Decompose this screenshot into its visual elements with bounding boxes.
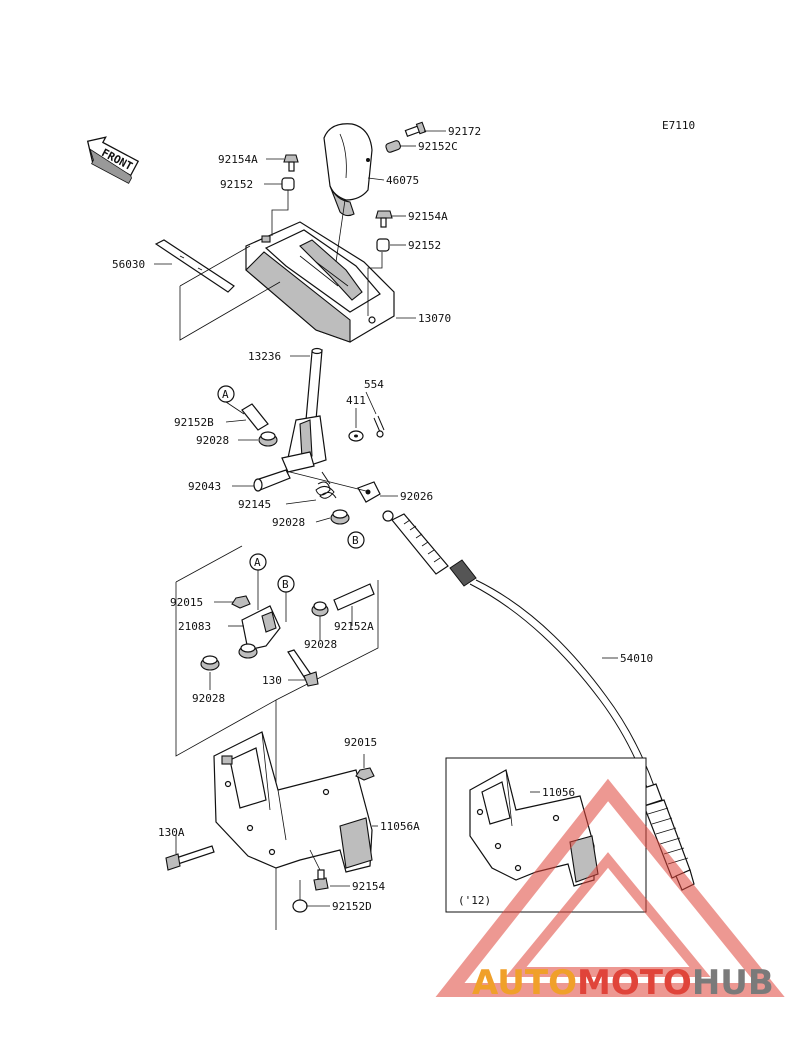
- collar-92152-top: [281, 177, 295, 191]
- console-cover: [245, 221, 395, 343]
- label-92152C: 92152C: [418, 140, 458, 153]
- bushing-lower: [238, 643, 258, 659]
- shift-lever: [281, 347, 327, 473]
- watermark-auto: AUTO: [472, 963, 577, 1003]
- label-13070: 13070: [418, 312, 451, 325]
- label-92152D: 92152D: [332, 900, 372, 913]
- shift-knob: [323, 123, 373, 217]
- collar-92152-right: [376, 238, 390, 252]
- label-130: 130: [262, 674, 282, 687]
- bushing-92028-c: [311, 601, 329, 617]
- label-92043: 92043: [188, 480, 221, 493]
- label-92172: 92172: [448, 125, 481, 138]
- bolt-92154: [313, 869, 329, 891]
- washer-411: [348, 430, 364, 442]
- inset-note: ('12): [458, 894, 491, 907]
- svg-text:A: A: [222, 388, 229, 401]
- label-554: 554: [364, 378, 384, 391]
- label-92154: 92154: [352, 880, 385, 893]
- collar-92152C: [385, 140, 401, 153]
- watermark-logo: AUTOMOTOHUB: [435, 778, 785, 1003]
- label-92026: 92026: [400, 490, 433, 503]
- collar-92152D: [292, 899, 308, 913]
- collar-92152A: [333, 583, 375, 611]
- label-92152-top: 92152: [220, 178, 253, 191]
- label-92152A: 92152A: [334, 620, 374, 633]
- bolt-92154A-right: [375, 210, 393, 228]
- bracket-21083: [241, 605, 281, 651]
- strip-56030: [154, 239, 235, 293]
- watermark-text: AUTOMOTOHUB: [472, 963, 774, 1003]
- label-92154A-top: 92154A: [218, 153, 258, 166]
- callout-a-top: A: [217, 385, 235, 403]
- label-411: 411: [346, 394, 366, 407]
- label-46075: 46075: [386, 174, 419, 187]
- label-11056A: 11056A: [380, 820, 420, 833]
- label-92154A-right: 92154A: [408, 210, 448, 223]
- label-92145: 92145: [238, 498, 271, 511]
- label-92028-c: 92028: [304, 638, 337, 651]
- label-92028-b: 92028: [272, 516, 305, 529]
- nut-92015-b: [355, 767, 375, 781]
- inset-2012: ('12): [445, 757, 647, 913]
- shift-cable: [382, 510, 695, 891]
- warning-triangle-icon: [435, 778, 785, 997]
- bolt-130A: [165, 845, 215, 871]
- bushing-92028-a: [258, 431, 278, 447]
- label-92028-a: 92028: [196, 434, 229, 447]
- svg-text:B: B: [282, 578, 289, 591]
- pin-92043: [253, 469, 291, 492]
- callout-b-bottom: B: [347, 531, 365, 549]
- bolt-92154A-top: [283, 154, 299, 172]
- label-13236: 13236: [248, 350, 281, 363]
- diagram-code: E7110: [662, 119, 695, 132]
- callout-b-lower: B: [277, 575, 295, 593]
- label-92028-d: 92028: [192, 692, 225, 705]
- watermark-moto: MOTO: [577, 963, 692, 1003]
- leader-lines: [154, 130, 618, 907]
- bushing-92028-b: [330, 509, 350, 525]
- svg-text:B: B: [352, 534, 359, 547]
- label-92152B: 92152B: [174, 416, 214, 429]
- label-54010: 54010: [620, 652, 653, 665]
- bolt-130: [287, 649, 319, 687]
- label-92015-a: 92015: [170, 596, 203, 609]
- spring-92145: [315, 471, 337, 499]
- label-92015-b: 92015: [344, 736, 377, 749]
- front-arrow-icon: FRONT: [86, 136, 140, 184]
- cotter-pin-554: [373, 415, 385, 438]
- callout-a-lower: A: [249, 553, 267, 571]
- label-21083: 21083: [178, 620, 211, 633]
- bushing-92028-d: [200, 655, 220, 671]
- label-11056: 11056: [542, 786, 575, 799]
- label-130A: 130A: [158, 826, 185, 839]
- collar-92152B: [241, 403, 269, 431]
- nut-92015-a: [231, 595, 251, 609]
- label-56030: 56030: [112, 258, 145, 271]
- svg-text:A: A: [254, 556, 261, 569]
- screw-92172: [404, 121, 427, 137]
- bracket-11056A: [213, 731, 373, 873]
- watermark-hub: HUB: [692, 963, 774, 1003]
- label-92152-right: 92152: [408, 239, 441, 252]
